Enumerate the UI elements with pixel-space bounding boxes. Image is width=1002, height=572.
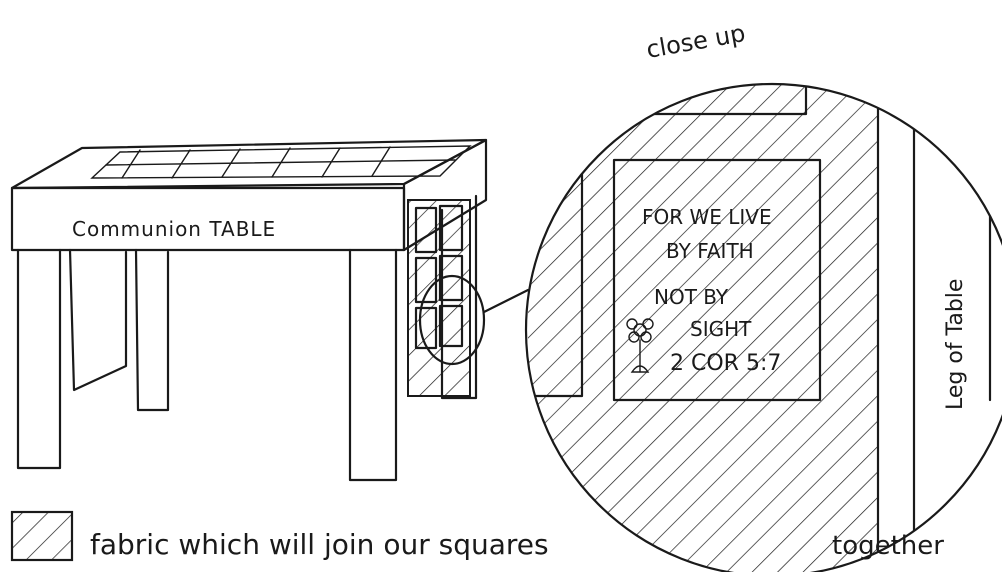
verse-line-1: FOR WE LIVE	[642, 205, 772, 229]
verse-line-2: BY FAITH	[666, 239, 754, 263]
verse-line-5: 2 COR 5:7	[670, 351, 781, 376]
close-up-label: close up	[644, 19, 747, 64]
table-label: Communion TABLE	[72, 217, 276, 241]
legend-text: fabric which will join our squares	[90, 528, 549, 561]
communion-table: Communion TABLE	[12, 140, 528, 480]
side-fabric-runner	[408, 200, 470, 396]
verse-line-4: SIGHT	[690, 317, 752, 341]
leg-label: Leg of Table	[943, 279, 968, 410]
top-fabric-squares	[92, 146, 470, 178]
fabric-swatch	[12, 512, 72, 560]
close-up-view: FOR WE LIVE BY FAITH NOT BY SIGHT 2 COR …	[500, 19, 1002, 572]
verse-line-3: NOT BY	[654, 285, 729, 309]
legend-end-text: together	[832, 531, 944, 561]
